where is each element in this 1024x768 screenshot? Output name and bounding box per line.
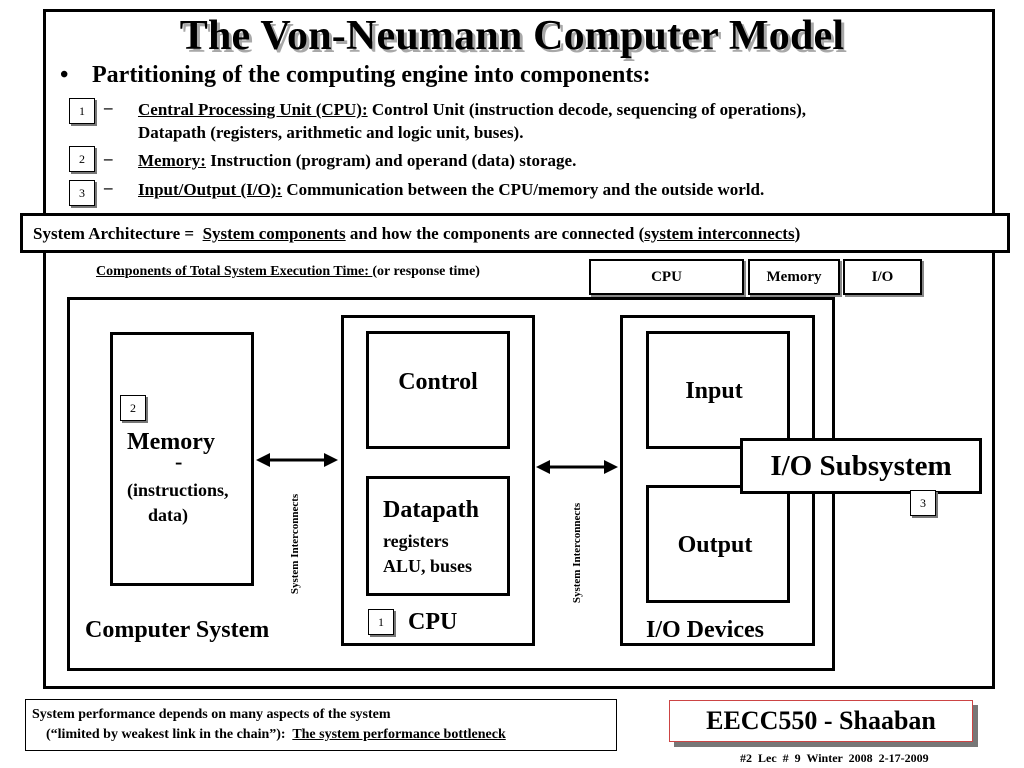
cpu-time-box: CPU <box>589 259 744 295</box>
io-item: Input/Output (I/O): Communication betwee… <box>138 178 958 201</box>
io-number-badge: 3 <box>910 490 936 516</box>
item-dash: – <box>104 178 113 197</box>
control-box <box>366 331 510 449</box>
performance-note: System performance depends on many aspec… <box>25 699 617 751</box>
item-dash: – <box>104 98 113 117</box>
output-label: Output <box>677 532 753 558</box>
memory-line-2: data) <box>148 505 188 525</box>
architecture-definition: System Architecture = System components … <box>20 213 1010 253</box>
system-interconnects-text: system interconnects <box>644 224 795 243</box>
bullet-marker: • <box>60 62 69 88</box>
slide-title: The Von-Neumann Computer Model <box>179 13 845 59</box>
cpu-label: CPU <box>408 609 458 635</box>
interconnect-label-left: System Interconnects <box>289 493 301 595</box>
input-box <box>646 331 790 449</box>
control-label: Control <box>398 369 478 395</box>
memory-item-text: Instruction (program) and operand (data)… <box>205 151 577 170</box>
datapath-line-2: ALU, buses <box>383 556 473 576</box>
io-time-box: I/O <box>843 259 922 295</box>
cpu-item: Central Processing Unit (CPU): Control U… <box>138 98 958 144</box>
item-number-badge: 2 <box>69 146 95 172</box>
item-number-badge: 1 <box>69 98 95 124</box>
memory-cpu-arrow <box>256 453 338 467</box>
memory-box <box>110 332 254 586</box>
datapath-title: Datapath <box>383 497 480 523</box>
memory-title: Memory <box>127 429 215 455</box>
memory-dash: - <box>175 449 183 474</box>
performance-line-1: System performance depends on many aspec… <box>32 707 391 722</box>
computer-system-label: Computer System <box>85 617 270 643</box>
cpu-item-text-2: Datapath (registers, arithmetic and logi… <box>138 123 524 142</box>
cpu-item-label: Central Processing Unit (CPU): <box>138 100 368 119</box>
slide-footer: #2 Lec # 9 Winter 2008 2-17-2009 <box>740 751 929 765</box>
memory-line-1: (instructions, <box>127 480 229 500</box>
system-components-text: System components <box>202 224 346 243</box>
io-devices-label: I/O Devices <box>646 617 764 643</box>
input-label: Input <box>685 378 743 404</box>
datapath-line-1: registers <box>383 531 449 551</box>
item-dash: – <box>104 149 113 168</box>
io-item-text: Communication between the CPU/memory and… <box>282 180 765 199</box>
memory-time-box: Memory <box>748 259 840 295</box>
datapath-box <box>366 476 510 596</box>
execution-time-note: (or response time) <box>372 264 480 279</box>
memory-item: Memory: Instruction (program) and operan… <box>138 149 958 172</box>
performance-bottleneck: The system performance bottleneck <box>292 727 506 742</box>
architecture-middle: and how the components are connected ( <box>345 224 645 243</box>
io-subsystem-box: I/O Subsystem <box>740 438 982 494</box>
memory-number-badge: 2 <box>120 395 146 421</box>
main-bullet: Partitioning of the computing engine int… <box>92 62 651 88</box>
slide-frame <box>43 9 995 689</box>
io-item-label: Input/Output (I/O): <box>138 180 283 199</box>
execution-time-title: Components of Total System Execution Tim… <box>96 264 373 279</box>
architecture-suffix: ) <box>794 224 801 243</box>
performance-quote: (“limited by weakest link in the chain”)… <box>46 727 293 742</box>
course-badge: EECC550 - Shaaban <box>669 700 973 742</box>
cpu-io-arrow <box>536 460 618 474</box>
performance-line-2: (“limited by weakest link in the chain”)… <box>32 725 616 745</box>
memory-item-label: Memory: <box>138 151 206 170</box>
interconnect-label-right: System Interconnects <box>571 502 583 604</box>
execution-time-label: Components of Total System Execution Tim… <box>96 264 480 280</box>
item-number-badge: 3 <box>69 180 95 206</box>
cpu-item-text: Control Unit (instruction decode, sequen… <box>367 100 807 119</box>
cpu-number-badge: 1 <box>368 609 394 635</box>
architecture-prefix: System Architecture = <box>33 224 203 243</box>
output-box <box>646 485 790 603</box>
